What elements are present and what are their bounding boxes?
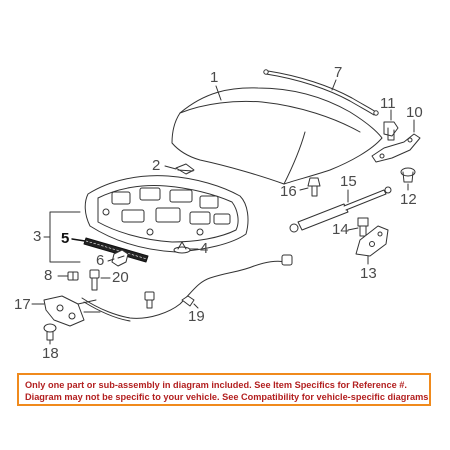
callout-8: 8 (44, 267, 53, 284)
leader-line-5 (71, 238, 86, 242)
leader-line-1 (215, 85, 222, 101)
callout-6: 6 (96, 252, 105, 269)
disclaimer-line-2: Diagram may not be specific to your vehi… (25, 392, 431, 402)
weatherstrip-part (263, 69, 379, 116)
hood-insulator-part (84, 175, 249, 253)
callout-7: 7 (334, 64, 343, 81)
callout-1: 1 (210, 69, 219, 86)
callout-10: 10 (406, 104, 423, 121)
hood-hinge-part (371, 133, 421, 163)
leader-line-7 (331, 79, 337, 91)
gas-strut-part (289, 186, 392, 233)
hood-panel-part (171, 87, 383, 185)
callout-18: 18 (42, 345, 59, 362)
callout-3: 3 (33, 228, 42, 245)
hinge-bolt-part (383, 121, 399, 141)
bolt-center-part (144, 291, 155, 309)
strut-bracket-part (355, 225, 389, 257)
callout-5: 5 (61, 230, 70, 247)
callout-15: 15 (340, 173, 357, 190)
bolt-14-part (357, 217, 369, 237)
callout-12: 12 (400, 191, 417, 208)
fastener-8-part (67, 271, 79, 281)
stud-part (307, 177, 321, 197)
callout-16: 16 (280, 183, 297, 200)
hood-latch-part (43, 295, 101, 327)
callout-2: 2 (152, 157, 161, 174)
callout-14: 14 (332, 221, 349, 238)
bumper-stop-part (400, 167, 416, 183)
disclaimer-notice: Only one part or sub-assembly in diagram… (17, 373, 431, 406)
hood-bumper-part (173, 241, 191, 254)
leader-bracket-3 (43, 211, 81, 263)
callout-4: 4 (200, 240, 209, 257)
leader-line-16 (299, 187, 309, 191)
leader-line-6 (107, 258, 115, 262)
callout-11: 11 (380, 95, 396, 112)
callout-13: 13 (360, 265, 377, 282)
bolt-20-part (89, 269, 100, 291)
callout-17: 17 (14, 296, 31, 313)
bolt-18-part (43, 323, 57, 341)
leader-line-14 (347, 227, 359, 231)
callout-19: 19 (188, 308, 205, 325)
leader-line-2 (164, 165, 177, 170)
release-cable-part (81, 254, 293, 322)
hood-seal-strip-part (83, 237, 149, 263)
hood-clip-part (175, 163, 195, 175)
leader-line-19 (193, 303, 199, 309)
retainer-clip-6-part (111, 249, 129, 267)
callout-20: 20 (112, 269, 129, 286)
disclaimer-line-1: Only one part or sub-assembly in diagram… (25, 380, 407, 390)
